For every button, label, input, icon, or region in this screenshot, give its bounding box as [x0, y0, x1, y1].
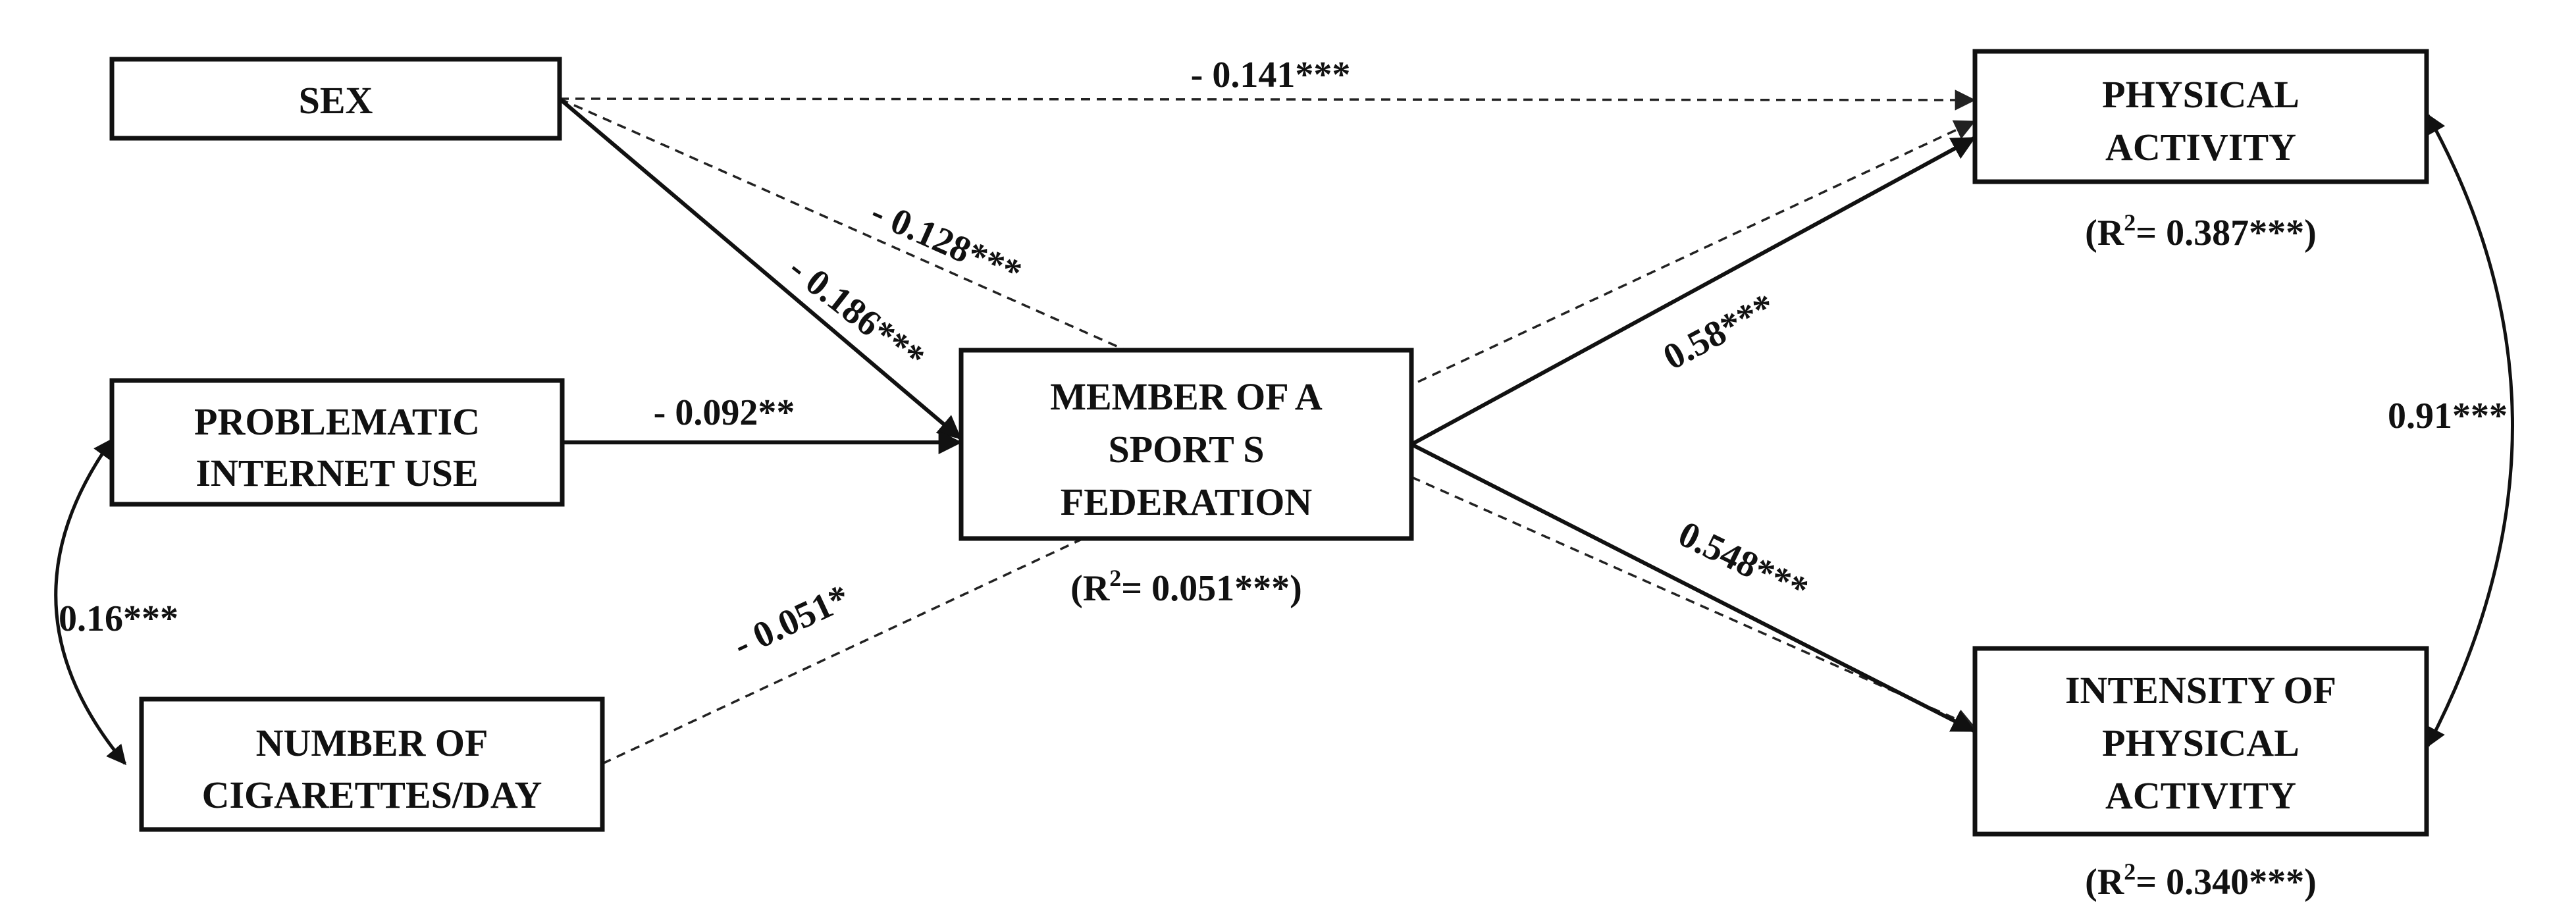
coef-member-intensity: 0.548***	[1672, 513, 1814, 611]
node-cig-line-2: CIGARETTES/DAY	[202, 774, 542, 816]
coef-piu-cig: 0.16***	[59, 598, 178, 639]
node-member-sports-federation: MEMBER OF A SPORT S FEDERATION (R2= 0.05…	[959, 348, 1414, 609]
node-member-r2: (R2= 0.051***)	[1070, 565, 1302, 609]
node-piu-line-2: INTERNET USE	[196, 452, 478, 494]
coef-cig-physical-activity: - 0.051*	[727, 577, 856, 666]
coef-sex-member: - 0.186***	[781, 248, 932, 379]
coef-sex-physical-activity: - 0.141***	[1191, 55, 1351, 95]
node-sex: SEX	[109, 57, 562, 141]
edge-piu-cig-correlation: 0.16***	[54, 438, 178, 766]
edge-piu-to-member: - 0.092**	[562, 392, 962, 454]
coef-piu-member: - 0.092**	[654, 392, 795, 433]
node-problematic-internet-use: PROBLEMATIC INTERNET USE	[109, 378, 565, 507]
edge-member-to-physical-activity: 0.58***	[1410, 136, 1976, 446]
edge-pa-ipa-correlation: 0.91***	[2388, 113, 2514, 748]
node-member-line-3: FEDERATION	[1061, 481, 1313, 523]
node-ipa-line-3: ACTIVITY	[2105, 774, 2296, 817]
edge-sex-to-member: - 0.186***	[558, 97, 962, 440]
node-pa-r2: (R2= 0.387***)	[2085, 209, 2317, 253]
node-piu-line-1: PROBLEMATIC	[194, 400, 480, 443]
node-pa-line-2: ACTIVITY	[2105, 126, 2296, 169]
coef-pa-ipa: 0.91***	[2388, 396, 2508, 436]
node-sex-label: SEX	[299, 79, 373, 122]
node-physical-activity: PHYSICAL ACTIVITY (R2= 0.387***)	[1972, 49, 2429, 253]
edge-member-to-intensity: 0.548***	[1410, 442, 1976, 733]
coef-sex-intensity: - 0.128***	[865, 192, 1028, 294]
node-member-line-1: MEMBER OF A	[1050, 375, 1323, 418]
node-ipa-r2: (R2= 0.340***)	[2085, 858, 2317, 903]
node-member-line-2: SPORT S	[1108, 428, 1264, 471]
node-cig-line-1: NUMBER OF	[256, 722, 488, 764]
node-cigarettes-per-day: NUMBER OF CIGARETTES/DAY	[139, 696, 605, 832]
node-ipa-line-1: INTENSITY OF	[2065, 669, 2336, 712]
edge-sex-to-physical-activity: - 0.141***	[559, 55, 1976, 111]
node-intensity-physical-activity: INTENSITY OF PHYSICAL ACTIVITY (R2= 0.34…	[1972, 646, 2429, 903]
node-ipa-line-2: PHYSICAL	[2102, 722, 2300, 764]
node-pa-line-1: PHYSICAL	[2102, 73, 2300, 116]
